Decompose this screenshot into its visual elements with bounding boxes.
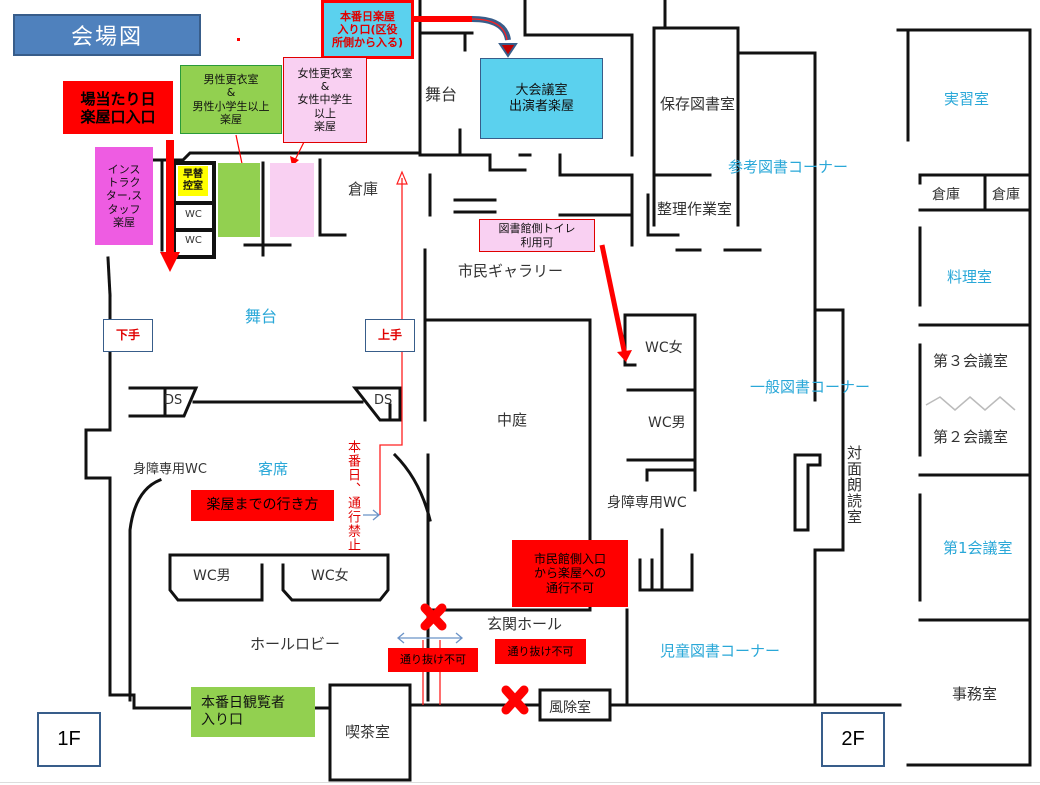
audience-entrance-text: 本番日観覧者 入り口 (201, 695, 285, 728)
room-cooking: 料理室 (947, 268, 993, 286)
bottom-divider (0, 782, 1040, 783)
civic-hall-no-pass-text: 市民館側入口 から楽屋への 通行不可 (533, 551, 606, 595)
room-practice: 実習室 (944, 90, 990, 108)
audience-entrance-callout: 本番日観覧者 入り口 (191, 687, 315, 737)
room-ds-left: DS (164, 393, 183, 408)
quick-change-room-text: 早替 控室 (183, 169, 203, 192)
room-wc-2: WC (185, 235, 202, 246)
staff-dressing-room: インス トラク ター,ス タッフ 楽屋 (95, 147, 153, 245)
library-toilet-text: 図書館側トイレ 利用可 (498, 222, 576, 249)
red-dot (237, 38, 240, 41)
room-meeting-1: 第1会議室 (943, 539, 1013, 557)
room-storage-2f-1: 倉庫 (932, 187, 960, 203)
room-storage: 倉庫 (348, 180, 379, 198)
room-wc-men-lobby: WC男 (193, 568, 231, 584)
room-archive-library: 保存図書室 (660, 95, 736, 113)
rehearsal-entrance-text: 場当たり日 楽屋口入口 (80, 89, 156, 126)
room-reference-corner: 参考図書コーナー (728, 158, 849, 176)
shimote-text: 下手 (115, 328, 140, 343)
room-accessible-wc-library: 身障専用WC (607, 495, 687, 511)
quick-change-room: 早替 控室 (178, 166, 208, 196)
big-meeting-room-performer-dressing: 大会議室 出演者楽屋 (480, 58, 603, 139)
room-civic-gallery: 市民ギャラリー (458, 262, 564, 280)
kamite-stage-right-label: 上手 (365, 319, 415, 352)
no-through-callout-2: 通り抜け不可 (495, 639, 586, 664)
room-seating: 客席 (258, 460, 289, 478)
civic-hall-no-pass-callout: 市民館側入口 から楽屋への 通行不可 (512, 540, 628, 607)
shimote-stage-left-label: 下手 (103, 319, 153, 352)
men-dressing-room-text: 男性更衣室 & 男性小学生以上 楽屋 (192, 73, 270, 126)
no-pass-vertical-label: 本番日、通行禁止 (345, 440, 360, 552)
library-toilet-arrow (599, 244, 628, 356)
room-stage-upper: 舞台 (425, 85, 458, 104)
floor-tag-2f: 2F (821, 712, 885, 767)
room-wc-1: WC (185, 209, 202, 220)
room-general-corner: 一般図書コーナー (750, 378, 871, 396)
room-wc-women-lobby: WC女 (311, 568, 349, 584)
room-children-corner: 児童図書コーナー (660, 642, 781, 660)
room-courtyard: 中庭 (497, 411, 528, 429)
rehearsal-route-arrow-shaft (166, 140, 174, 255)
no-entry-x-marks (420, 603, 529, 715)
room-meeting-3: 第３会議室 (933, 352, 1009, 370)
room-accessible-wc-hall: 身障専用WC (133, 462, 207, 477)
route-to-dressing-callout: 楽屋までの行き方 (191, 490, 334, 521)
room-ds-right: DS (374, 393, 393, 408)
library-toilet-callout: 図書館側トイレ 利用可 (479, 219, 595, 252)
room-wc-women-library: WC女 (645, 340, 683, 356)
rehearsal-route-arrowhead (160, 252, 180, 272)
room-entrance-hall: 玄関ホール (487, 615, 563, 633)
rehearsal-entrance-callout: 場当たり日 楽屋口入口 (63, 81, 173, 134)
women-dressing-room-callout: 女性更衣室 & 女性中学生 以上 楽屋 (283, 57, 367, 143)
partition-zigzag (925, 396, 1016, 411)
room-cafe: 喫茶室 (345, 723, 391, 741)
room-hall-lobby: ホールロビー (250, 635, 341, 653)
big-meeting-room-text: 大会議室 出演者楽屋 (508, 82, 574, 114)
main-day-dressing-entrance-text: 本番日楽屋 入り口(区役 所側から入る) (331, 9, 404, 50)
room-stage-main: 舞台 (245, 307, 278, 326)
women-dressing-room-text: 女性更衣室 & 女性中学生 以上 楽屋 (297, 67, 353, 133)
kamite-text: 上手 (377, 328, 402, 343)
floor-tag-1f: 1F (37, 712, 101, 767)
room-windbreak: 風除室 (549, 700, 591, 716)
room-storage-2f-2: 倉庫 (992, 187, 1020, 203)
room-wc-men-library: WC男 (648, 415, 686, 431)
no-through-callout-1: 通り抜け不可 (388, 648, 478, 672)
page-title: 会場図 (13, 14, 201, 56)
route-arrowhead-up (396, 170, 408, 185)
no-through-text-2: 通り抜け不可 (507, 644, 574, 658)
room-meeting-2: 第２会議室 (933, 428, 1009, 446)
room-sorting-work: 整理作業室 (657, 200, 733, 218)
room-office: 事務室 (952, 685, 998, 703)
no-through-text-1: 通り抜け不可 (400, 653, 466, 667)
men-dressing-area (218, 163, 260, 237)
women-dressing-area (270, 163, 314, 237)
staff-dressing-room-text: インス トラク ター,ス タッフ 楽屋 (105, 163, 143, 229)
route-to-dressing-text: 楽屋までの行き方 (206, 497, 319, 514)
men-dressing-room-callout: 男性更衣室 & 男性小学生以上 楽屋 (180, 65, 282, 134)
room-face-to-face-reading: 対面朗読室 (845, 445, 863, 525)
main-day-dressing-entrance-callout: 本番日楽屋 入り口(区役 所側から入る) (321, 0, 414, 59)
